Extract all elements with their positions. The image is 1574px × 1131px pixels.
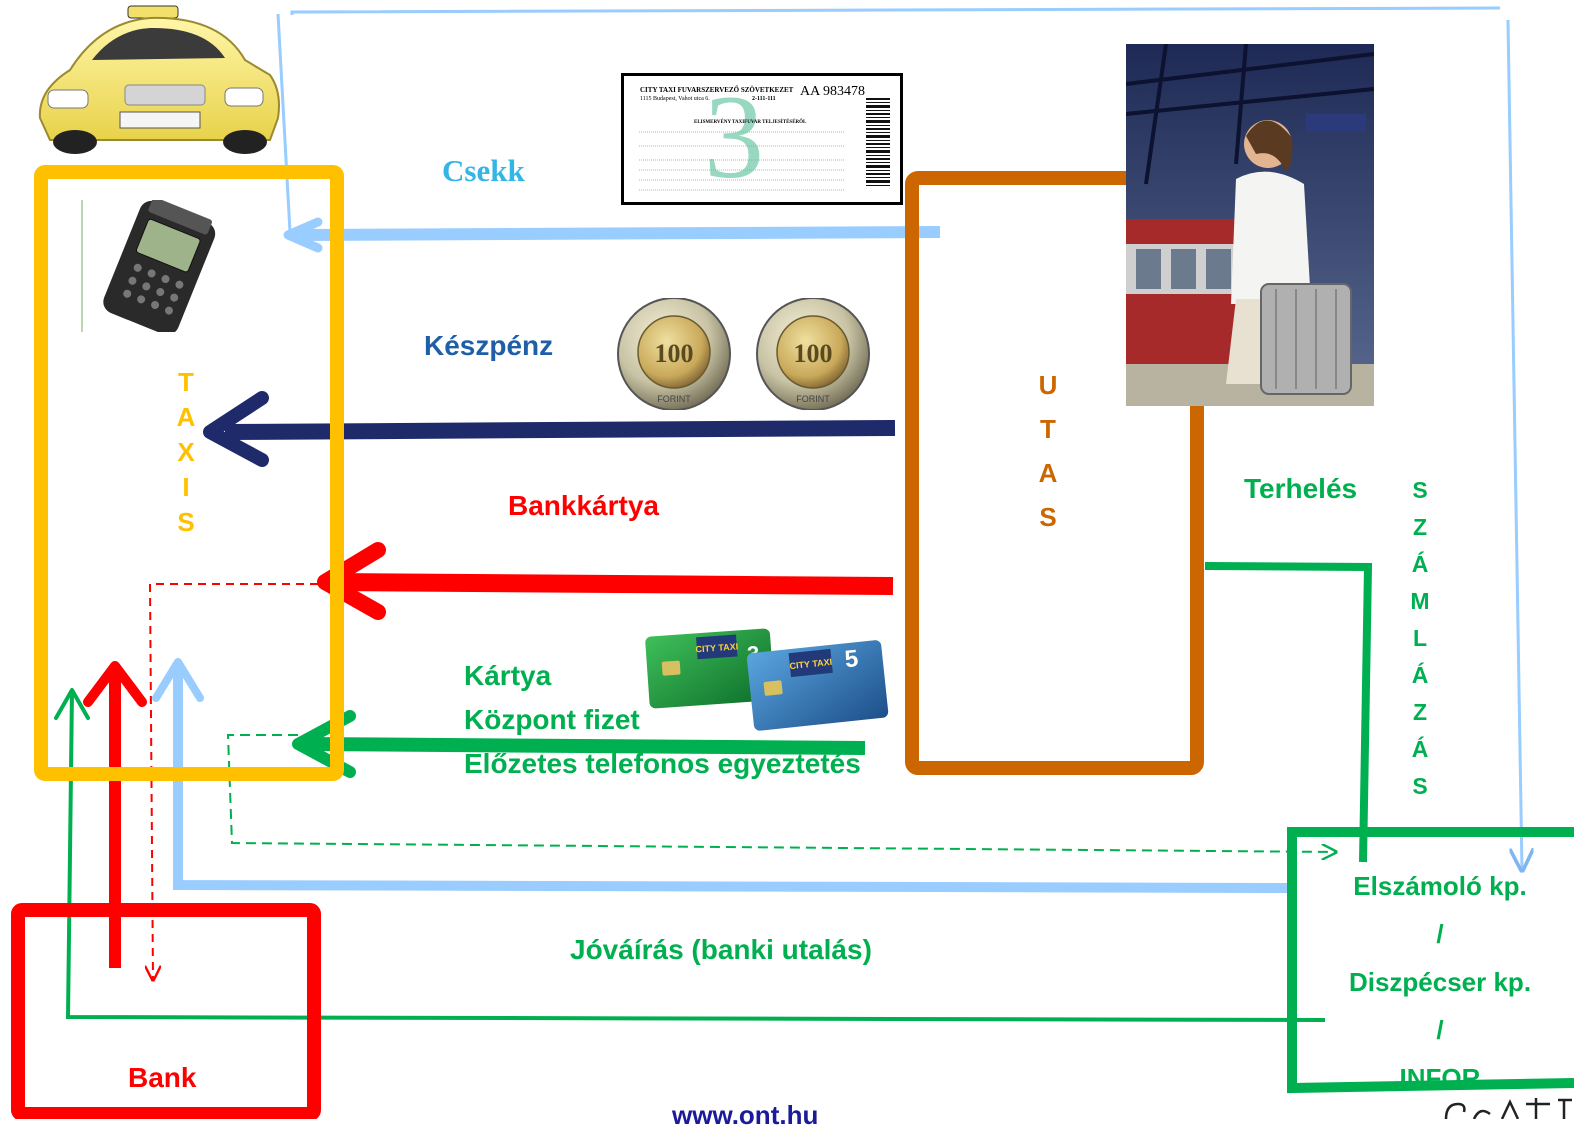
utas-label: U T A S xyxy=(1028,363,1068,539)
taxi-car-image xyxy=(38,5,280,154)
utas-letter: S xyxy=(1039,502,1057,532)
kartya-arrow xyxy=(304,737,866,755)
center-label-line1: Elszámoló kp. xyxy=(1353,871,1527,901)
taxis-letter: I xyxy=(182,472,190,502)
coin-2: 100 FORINT xyxy=(756,298,870,410)
taxis-letter: X xyxy=(177,437,195,467)
utas-letter: U xyxy=(1038,370,1058,400)
footer-link[interactable]: www.ont.hu xyxy=(672,1100,819,1130)
szamlazas-letter: L xyxy=(1412,625,1428,651)
szamlazas-letter: M xyxy=(1410,588,1430,614)
szamlazas-letter: Á xyxy=(1411,662,1429,688)
check-heading: ELISMERVÉNY TAXIFUVAR TELJESÍTÉSÉRŐL xyxy=(694,120,807,125)
payment-terminal-image xyxy=(81,200,216,332)
utas-letter: T xyxy=(1040,414,1056,444)
kartya-label-line3: Előzetes telefonos egyeztetés xyxy=(464,748,861,779)
check-company: CITY TAXI FUVARSZERVEZŐ SZÖVETKEZET xyxy=(640,86,794,94)
keszpenz-arrow xyxy=(224,420,896,440)
bankkartya-label: Bankkártya xyxy=(508,490,659,521)
center-label-line2: Diszpécser kp. xyxy=(1348,967,1532,997)
szamlazas-letter: S xyxy=(1412,477,1428,503)
check-big-number: 3 xyxy=(704,73,764,203)
passenger-photo xyxy=(1126,44,1374,406)
taxi-to-center-dashed-line xyxy=(226,734,1336,852)
szamlazas-letter: Á xyxy=(1411,551,1429,577)
szamlazas-letter: Á xyxy=(1411,736,1429,762)
csekk-label: Csekk xyxy=(442,153,525,188)
szamlazas-letter: Z xyxy=(1412,699,1428,725)
taxis-box xyxy=(34,165,344,781)
top-check-line xyxy=(290,6,1501,15)
check-serial: AA 983478 xyxy=(800,84,865,99)
center-box-label: Elszámoló kp. / Diszpécser kp. / INFOR xyxy=(1302,862,1574,1102)
szamlazas-letter: S xyxy=(1412,773,1428,799)
taxis-letter: T xyxy=(178,367,194,397)
svg-text:5: 5 xyxy=(843,645,859,673)
taxis-label: T A X I S xyxy=(166,365,206,540)
svg-text:100: 100 xyxy=(794,339,833,368)
svg-text:FORINT: FORINT xyxy=(796,394,830,404)
szamlazas-letter: Z xyxy=(1412,514,1428,540)
center-box xyxy=(1287,827,1574,1094)
jovairas-line xyxy=(65,689,1326,1022)
taxis-letter: S xyxy=(177,507,195,537)
check-phone: 2-111-111 xyxy=(752,96,776,102)
center-label-sep1: / xyxy=(1436,919,1444,949)
svg-text:CITY TAXI: CITY TAXI xyxy=(695,641,738,654)
taxi-to-bank-dashed-line xyxy=(150,583,318,980)
coin-1: 100 FORINT xyxy=(617,298,731,410)
check-to-taxi-thin-line xyxy=(276,13,292,233)
bank-label: Bank xyxy=(128,1062,197,1093)
csekk-arrow xyxy=(299,226,941,241)
utas-box xyxy=(905,171,1204,775)
check-to-center-thin-line xyxy=(1506,19,1522,870)
100-forint-coins-image: 100 FORINT 100 FORINT xyxy=(617,298,870,410)
terheles-line xyxy=(1204,562,1373,863)
bankkartya-arrow xyxy=(329,573,894,595)
center-label-sep2: / xyxy=(1436,1015,1444,1045)
center-to-taxi-line xyxy=(173,668,1291,893)
center-label-line3: INFOR xyxy=(1399,1063,1481,1093)
check-voucher-image: 3 CITY TAXI FUVARSZERVEZŐ SZÖVETKEZET 11… xyxy=(621,73,903,205)
keszpenz-label: Készpénz xyxy=(424,330,554,361)
terheles-label: Terhelés xyxy=(1244,473,1358,504)
svg-text:100: 100 xyxy=(655,339,694,368)
taxis-letter: A xyxy=(176,402,196,432)
check-address: 1115 Budapest, Vahot utca 6. xyxy=(640,96,710,102)
utas-letter: A xyxy=(1038,458,1058,488)
partial-logo-icon xyxy=(1444,1098,1572,1119)
svg-text:CITY TAXI: CITY TAXI xyxy=(789,657,832,671)
taxi-cards-image: CITY TAXI 3 CITY TAXI 5 xyxy=(645,628,889,731)
kartya-label-line1: Kártya xyxy=(464,660,552,691)
svg-text:FORINT: FORINT xyxy=(657,394,691,404)
bank-box xyxy=(11,903,321,1119)
jovairas-label: Jóváírás (banki utalás) xyxy=(570,934,872,965)
kartya-label-line2: Központ fizet xyxy=(464,704,640,735)
szamlazas-label: S Z Á M L Á Z Á S xyxy=(1400,472,1440,805)
